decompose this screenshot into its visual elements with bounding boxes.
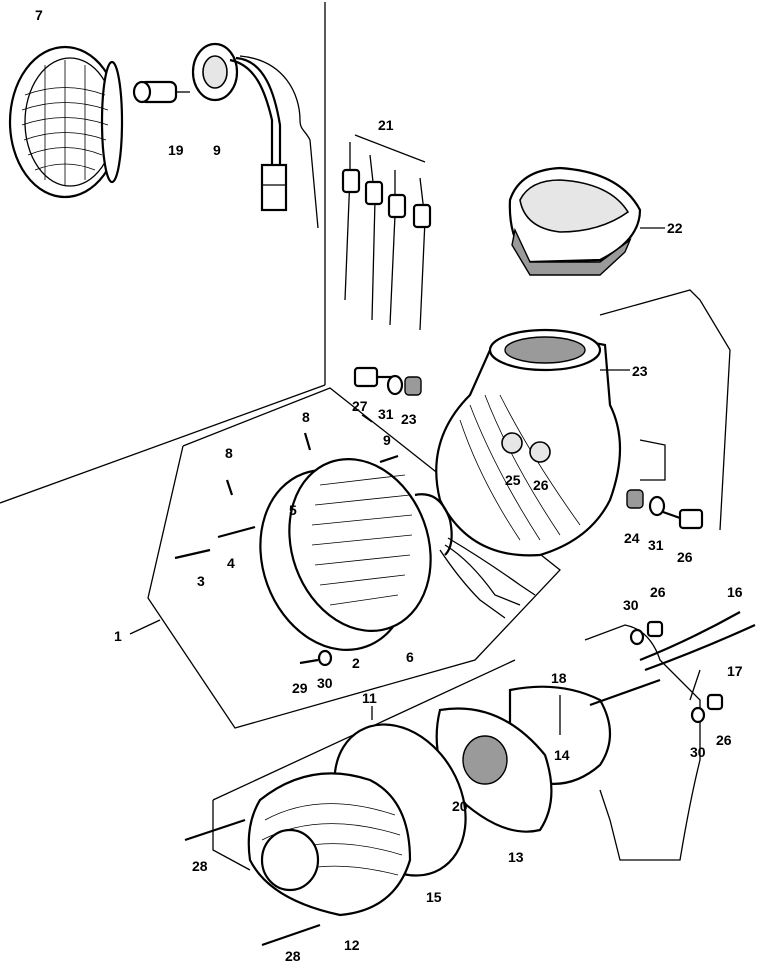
bulb-socket: [191, 42, 319, 229]
headlight-case: [435, 328, 630, 557]
callout-26a: 26: [650, 584, 666, 600]
callout-17: 17: [727, 663, 743, 679]
callout-21: 21: [378, 117, 394, 133]
callout-18: 18: [551, 670, 567, 686]
callout-23: 23: [632, 363, 648, 379]
callout-13: 13: [508, 849, 524, 865]
callout-labels: 7 19 9 21 22 23 27 31 23 8 8 9 25 26 5 4…: [35, 7, 743, 964]
callout-9: 9: [383, 432, 391, 448]
callout-11: 11: [362, 690, 377, 706]
callout-25b: 26: [533, 477, 549, 493]
callout-24b: 24: [624, 530, 640, 546]
rim-screws: [174, 432, 399, 667]
callout-28b: 28: [285, 948, 301, 964]
tail-lamp-assembly: [184, 685, 611, 947]
callout-4: 4: [227, 555, 235, 571]
callout-16: 16: [727, 584, 743, 600]
fork-outline: [599, 289, 731, 531]
callout-29: 29: [292, 680, 308, 696]
callout-26b: 26: [716, 732, 732, 748]
callout-8a: 8: [302, 409, 310, 425]
callout-31b: 31: [648, 537, 664, 553]
headlight-rim: [259, 457, 536, 651]
callout-8b: 8: [225, 445, 233, 461]
callout-25a: 25: [505, 472, 521, 488]
callout-30c: 30: [690, 744, 706, 760]
tail-bracket: [584, 611, 756, 861]
callout-2: 2: [352, 655, 360, 671]
callout-12: 12: [344, 937, 360, 953]
callout-30b: 30: [623, 597, 639, 613]
bolts-side: [626, 489, 704, 530]
callout-27a: 27: [352, 398, 368, 414]
bulb: [132, 80, 190, 104]
bolts-top: [353, 366, 422, 396]
callout-5: 5: [289, 502, 297, 518]
callout-15: 15: [426, 889, 442, 905]
callout-31a: 31: [378, 406, 394, 422]
sealed-beam-unit: [8, 45, 124, 199]
wire-connectors: [341, 134, 432, 331]
callout-20: 20: [452, 798, 468, 814]
callout-22: 22: [667, 220, 683, 236]
callout-3: 3: [197, 573, 205, 589]
callout-1: 1: [114, 628, 122, 644]
callout-7: 7: [35, 7, 43, 23]
callout-27b: 26: [677, 549, 693, 565]
callout-28a: 28: [192, 858, 208, 874]
callout-6: 6: [406, 649, 414, 665]
callout-24a: 23: [401, 411, 417, 427]
leader-lines: [129, 414, 701, 735]
callout-19: 19: [168, 142, 184, 158]
speedometer: [508, 166, 665, 276]
callout-10: 9: [213, 142, 221, 158]
callout-30a: 30: [317, 675, 333, 691]
callout-14: 14: [554, 747, 570, 763]
